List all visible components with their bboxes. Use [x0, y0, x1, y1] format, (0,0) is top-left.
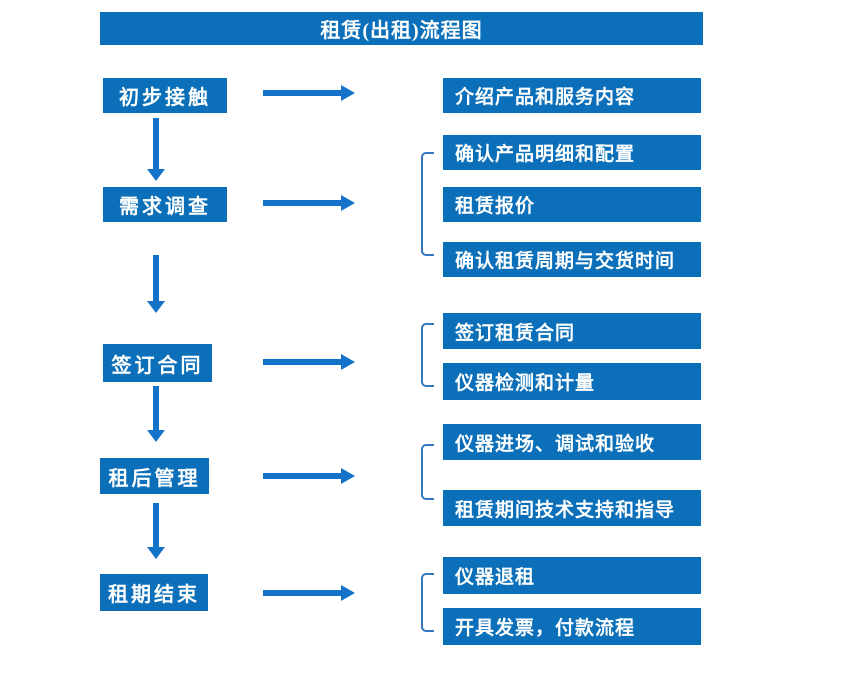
- detail-box-technical-support-guidance: 租赁期间技术支持和指导: [443, 490, 701, 526]
- right-arrow-icon-4: [263, 468, 355, 484]
- bracket-icon-sign-contract-group: [421, 323, 434, 387]
- detail-box-invoice-payment-process: 开具发票，付款流程: [443, 608, 701, 645]
- down-arrow-icon-1: [147, 118, 165, 181]
- detail-box-instrument-testing-measurement: 仪器检测和计量: [443, 363, 701, 400]
- down-arrow-icon-3: [147, 386, 165, 442]
- right-arrow-icon-1: [263, 85, 355, 101]
- step-box-rental-end: 租期结束: [100, 574, 208, 611]
- bracket-icon-demand-survey-group: [421, 152, 434, 256]
- down-arrow-icon-4: [147, 503, 165, 559]
- flowchart-title: 租赁(出租)流程图: [100, 12, 703, 45]
- bracket-icon-post-rental-group: [421, 444, 434, 500]
- detail-box-sign-rental-contract: 签订租赁合同: [443, 313, 701, 349]
- detail-box-instrument-return: 仪器退租: [443, 557, 701, 594]
- right-arrow-icon-5: [263, 585, 355, 601]
- step-box-sign-contract: 签订合同: [103, 344, 212, 382]
- detail-box-confirm-product-details-config: 确认产品明细和配置: [443, 135, 701, 170]
- step-box-post-rental-management: 租后管理: [100, 458, 209, 494]
- down-arrow-icon-2: [147, 255, 165, 313]
- bracket-icon-rental-end-group: [421, 573, 434, 632]
- step-box-initial-contact: 初步接触: [103, 78, 227, 113]
- detail-box-introduce-products-services: 介绍产品和服务内容: [443, 78, 701, 113]
- right-arrow-icon-2: [263, 195, 355, 211]
- step-box-demand-survey: 需求调查: [103, 187, 227, 222]
- detail-box-rental-quotation: 租赁报价: [443, 187, 701, 222]
- right-arrow-icon-3: [263, 354, 355, 370]
- detail-box-instrument-arrival-commissioning-acceptance: 仪器进场、调试和验收: [443, 424, 701, 460]
- detail-box-confirm-rental-period-delivery: 确认租赁周期与交货时间: [443, 242, 701, 277]
